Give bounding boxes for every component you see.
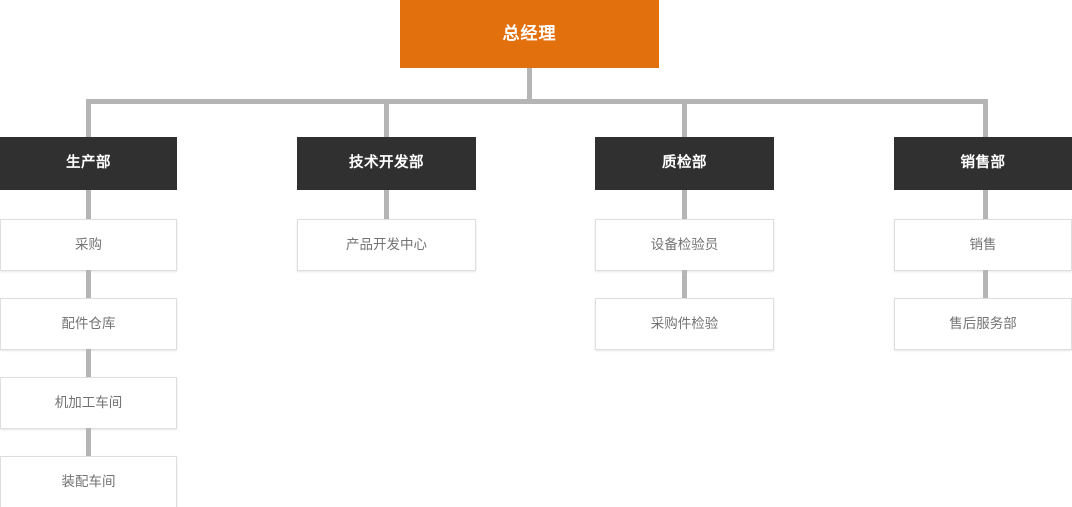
org-node-sub-equipment-inspector-label: 设备检验员: [650, 236, 719, 252]
org-node-sub-product-development-center-label: 产品开发中心: [346, 236, 427, 252]
org-node-dept-quality-inspection-label: 质检部: [662, 154, 707, 171]
org-node-sub-product-development-center[interactable]: 产品开发中心: [297, 219, 476, 271]
org-node-root-label: 总经理: [502, 23, 557, 43]
org-node-dept-quality-inspection[interactable]: 质检部: [595, 137, 774, 190]
org-node-sub-purchased-parts-inspection-label: 采购件检验: [650, 315, 719, 331]
org-node-dept-sales-label: 销售部: [960, 154, 1006, 171]
org-node-sub-procurement[interactable]: 采购: [0, 219, 177, 271]
org-node-sub-purchased-parts-inspection[interactable]: 采购件检验: [595, 298, 774, 350]
connector-drop-dept-4: [983, 99, 988, 138]
connector-horizontal-bus: [86, 99, 988, 104]
org-node-sub-machining-workshop-label: 机加工车间: [54, 394, 123, 410]
connector-quality-2: [682, 270, 687, 299]
org-node-sub-after-sales-service-label: 售后服务部: [949, 315, 1017, 331]
connector-root-stem: [527, 68, 532, 101]
connector-drop-dept-1: [86, 99, 91, 138]
org-node-sub-parts-warehouse[interactable]: 配件仓库: [0, 298, 177, 350]
org-node-sub-parts-warehouse-label: 配件仓库: [61, 315, 116, 331]
connector-sales-1: [983, 190, 988, 220]
org-node-dept-sales[interactable]: 销售部: [894, 137, 1072, 190]
connector-techdev-1: [384, 190, 389, 220]
connector-production-1: [86, 190, 91, 220]
connector-production-2: [86, 270, 91, 299]
org-node-sub-procurement-label: 采购: [75, 236, 102, 252]
org-node-sub-assembly-workshop-label: 装配车间: [61, 473, 116, 489]
org-node-dept-technical-development-label: 技术开发部: [349, 154, 424, 171]
connector-quality-1: [682, 190, 687, 220]
connector-drop-dept-2: [384, 99, 389, 138]
org-node-sub-assembly-workshop[interactable]: 装配车间: [0, 456, 177, 507]
connector-drop-dept-3: [682, 99, 687, 138]
connector-sales-2: [983, 270, 988, 299]
org-node-sub-sales-label: 销售: [969, 236, 997, 252]
org-node-dept-production[interactable]: 生产部: [0, 137, 177, 190]
org-node-sub-equipment-inspector[interactable]: 设备检验员: [595, 219, 774, 271]
org-node-sub-sales[interactable]: 销售: [894, 219, 1072, 271]
connector-production-4: [86, 428, 91, 457]
connector-production-3: [86, 349, 91, 378]
org-node-dept-technical-development[interactable]: 技术开发部: [297, 137, 476, 190]
org-node-sub-after-sales-service[interactable]: 售后服务部: [894, 298, 1072, 350]
org-node-sub-machining-workshop[interactable]: 机加工车间: [0, 377, 177, 429]
org-node-root[interactable]: 总经理: [400, 0, 659, 68]
org-node-dept-production-label: 生产部: [66, 154, 111, 171]
